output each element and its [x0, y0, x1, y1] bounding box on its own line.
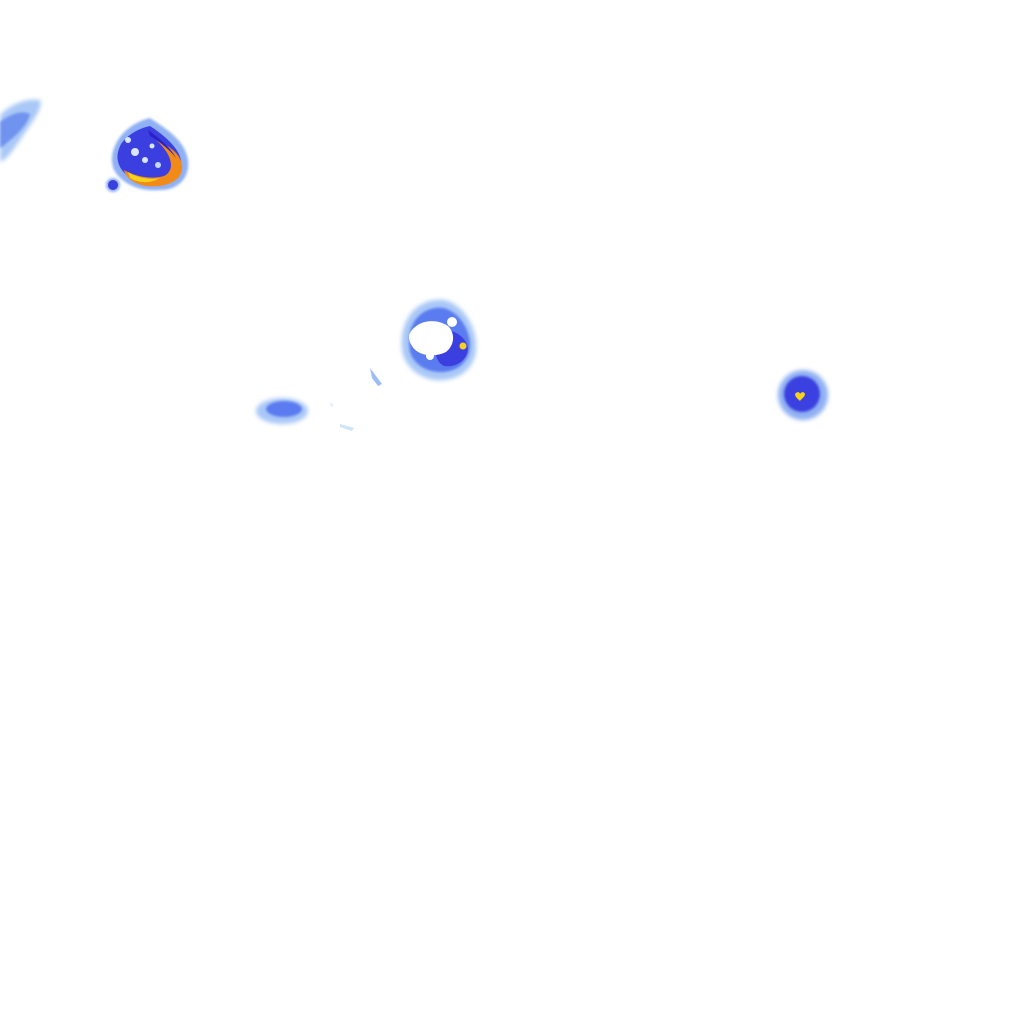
cell-central-north	[401, 299, 477, 381]
cell-east	[778, 370, 828, 420]
cell-northwest-storm	[111, 118, 189, 191]
cell-central-west	[256, 398, 308, 424]
cell-central-fragments	[330, 368, 382, 431]
cell-northwest-small	[106, 178, 120, 192]
cell-northwest-edge	[0, 99, 41, 162]
